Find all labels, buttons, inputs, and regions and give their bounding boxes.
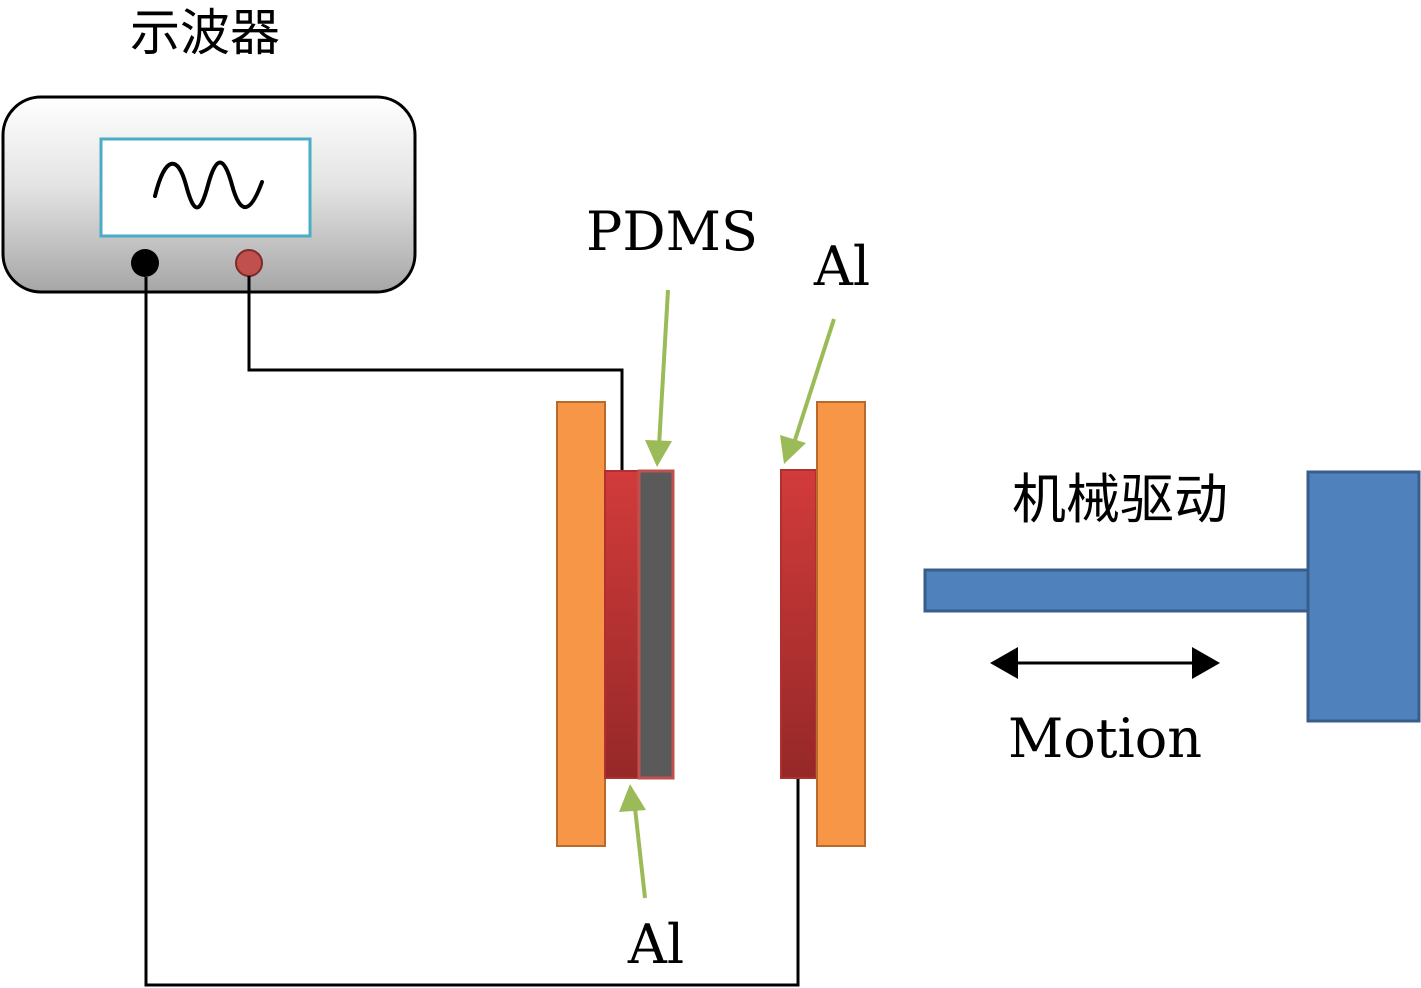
mechanical-actuator bbox=[923, 470, 1421, 723]
motion-double-arrow bbox=[990, 647, 1220, 679]
black-terminal-icon bbox=[131, 249, 159, 277]
actuator-rod bbox=[923, 568, 1310, 613]
right-substrate-plate bbox=[816, 401, 866, 847]
sine-wave-icon bbox=[153, 160, 264, 210]
left-al-electrode bbox=[604, 470, 640, 779]
motion-label: Motion bbox=[1008, 707, 1202, 770]
wire-black-terminal bbox=[144, 277, 800, 987]
right-al-pointer-arrow bbox=[780, 318, 836, 464]
oscilloscope-label: 示波器 bbox=[130, 4, 280, 62]
left-al-pointer-arrow bbox=[619, 784, 647, 899]
right-al-label: Al bbox=[813, 235, 870, 298]
mechanical-drive-label: 机械驱动 bbox=[1012, 468, 1228, 531]
red-terminal-icon bbox=[235, 249, 263, 277]
oscilloscope bbox=[1, 95, 417, 294]
wire-red-terminal bbox=[247, 276, 624, 472]
pdms-pointer-arrow bbox=[645, 289, 672, 467]
pdms-label: PDMS bbox=[586, 200, 758, 263]
actuator-head bbox=[1306, 470, 1421, 723]
bottom-al-label: Al bbox=[627, 913, 684, 976]
left-substrate-plate bbox=[556, 401, 606, 847]
right-al-electrode bbox=[780, 469, 817, 779]
pdms-layer bbox=[637, 469, 675, 780]
